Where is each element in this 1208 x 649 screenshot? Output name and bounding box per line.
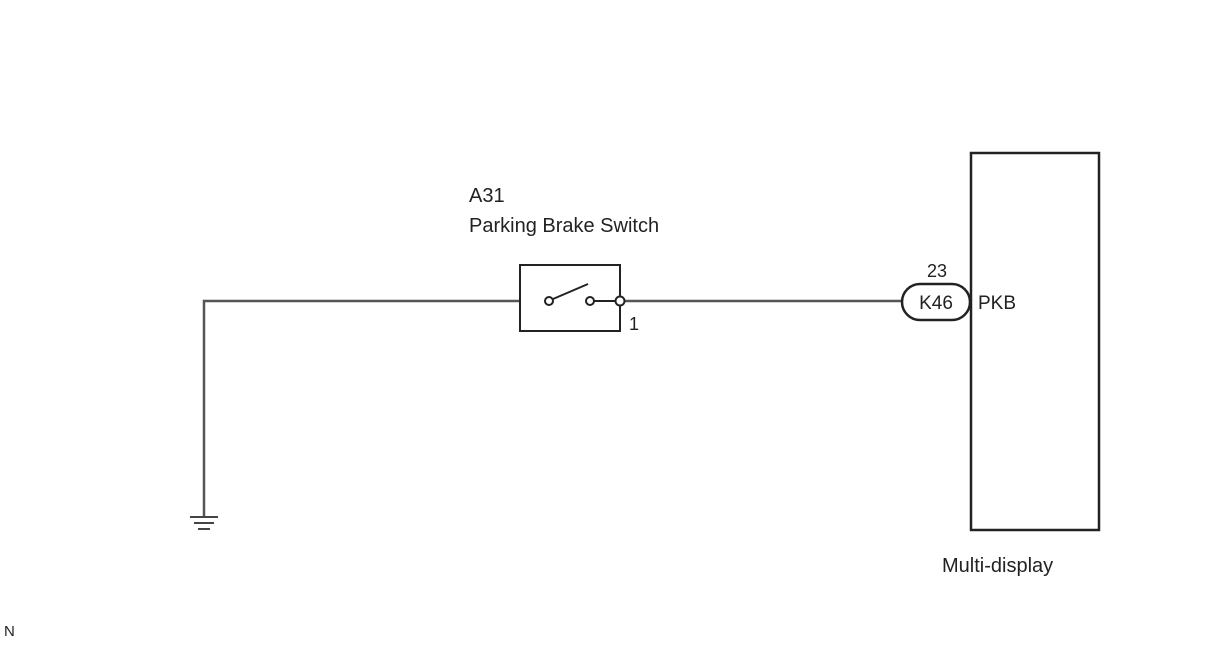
multi-display-box <box>969 151 1101 532</box>
switch-terminal-pin <box>614 295 626 307</box>
connector-code: K46 <box>919 293 953 314</box>
switch-name: Parking Brake Switch <box>469 215 659 237</box>
switch-contact-left <box>544 296 554 306</box>
ground-icon <box>190 516 218 530</box>
switch-pin-number: 1 <box>629 314 639 334</box>
connector-k46 <box>900 282 972 322</box>
switch-contact-right <box>585 296 595 306</box>
switch-lever <box>552 283 589 300</box>
connector-pin-number: 23 <box>927 261 947 281</box>
module-name: Multi-display <box>942 555 1053 577</box>
switch-code: A31 <box>469 185 505 207</box>
terminal-label: PKB <box>978 293 1016 314</box>
ground-wire <box>202 299 548 517</box>
parking-brake-switch <box>519 264 626 332</box>
footer-mark: N <box>4 623 15 640</box>
switch-body <box>519 264 621 332</box>
